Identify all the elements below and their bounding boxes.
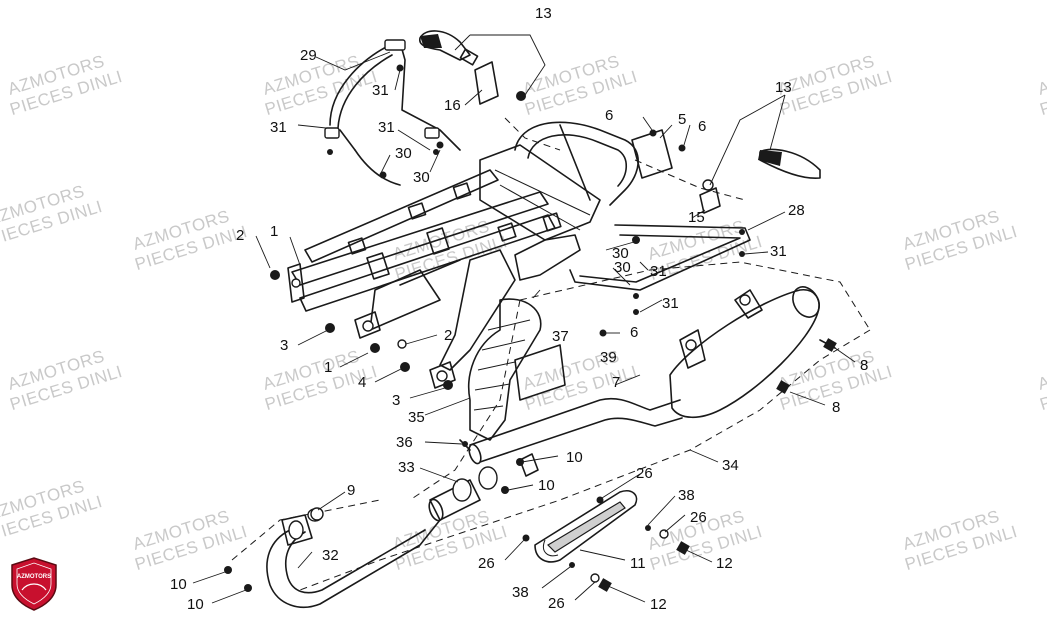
callout-35: 35 <box>408 409 425 426</box>
callout-32: 32 <box>322 547 339 564</box>
rear-indicator-bracket <box>569 224 751 315</box>
callout-11: 11 <box>630 555 646 572</box>
rear-subframe <box>287 121 639 389</box>
callout-10: 10 <box>566 449 583 466</box>
callout-30: 30 <box>413 169 430 186</box>
callout-6: 6 <box>698 118 706 135</box>
callout-38: 38 <box>678 487 695 504</box>
callout-31: 31 <box>662 295 679 312</box>
azmotors-logo: AZMOTORS <box>11 557 57 611</box>
callout-10: 10 <box>538 477 555 494</box>
callout-30: 30 <box>612 245 629 262</box>
callout-6: 6 <box>630 324 638 341</box>
callout-31: 31 <box>378 119 395 136</box>
callout-1: 1 <box>324 359 332 376</box>
callout-16: 16 <box>444 97 461 114</box>
callout-33: 33 <box>398 459 415 476</box>
rear-indicator-lamp <box>699 148 821 214</box>
callout-6: 6 <box>605 107 613 124</box>
fasteners <box>270 130 656 521</box>
header-pipe <box>224 439 524 608</box>
callout-9: 9 <box>347 482 355 499</box>
leader-lines <box>192 34 856 604</box>
callout-7: 7 <box>612 374 620 391</box>
callout-26: 26 <box>478 555 495 572</box>
callout-31: 31 <box>770 243 787 260</box>
watermark-line1: AZMOTORS <box>1036 346 1047 393</box>
callout-8: 8 <box>832 399 840 416</box>
callout-4: 4 <box>358 374 366 391</box>
callout-13: 13 <box>775 79 792 96</box>
callout-10: 10 <box>170 576 187 593</box>
callout-15: 15 <box>688 209 705 226</box>
front-indicator-lamp <box>418 30 526 105</box>
callout-30: 30 <box>395 145 412 162</box>
heat-guard <box>522 490 690 592</box>
callout-3: 3 <box>392 392 400 409</box>
callout-26: 26 <box>690 509 707 526</box>
callout-8: 8 <box>860 357 868 374</box>
callout-36: 36 <box>396 434 413 451</box>
callout-39: 39 <box>600 349 617 366</box>
callout-1: 1 <box>270 223 278 240</box>
callout-30: 30 <box>614 259 631 276</box>
callout-31: 31 <box>372 82 389 99</box>
watermark-line1: AZMOTORS <box>1036 51 1047 98</box>
callout-29: 29 <box>300 47 317 64</box>
callout-26: 26 <box>548 595 565 612</box>
callout-13: 13 <box>535 5 552 22</box>
muffler <box>468 286 837 477</box>
callout-5: 5 <box>678 111 686 128</box>
callout-37: 37 <box>552 328 569 345</box>
callout-28: 28 <box>788 202 805 219</box>
callout-2: 2 <box>444 327 452 344</box>
callout-12: 12 <box>716 555 733 572</box>
callout-31: 31 <box>650 263 667 280</box>
callout-3: 3 <box>280 337 288 354</box>
callout-34: 34 <box>722 457 739 474</box>
callout-38: 38 <box>512 584 529 601</box>
callout-31: 31 <box>270 119 287 136</box>
air-duct <box>468 289 566 441</box>
assembly-boundaries <box>231 117 871 591</box>
callout-26: 26 <box>636 465 653 482</box>
logo-text: AZMOTORS <box>17 574 51 580</box>
callout-10: 10 <box>187 596 204 613</box>
callout-2: 2 <box>236 227 244 244</box>
callout-12: 12 <box>650 596 667 613</box>
